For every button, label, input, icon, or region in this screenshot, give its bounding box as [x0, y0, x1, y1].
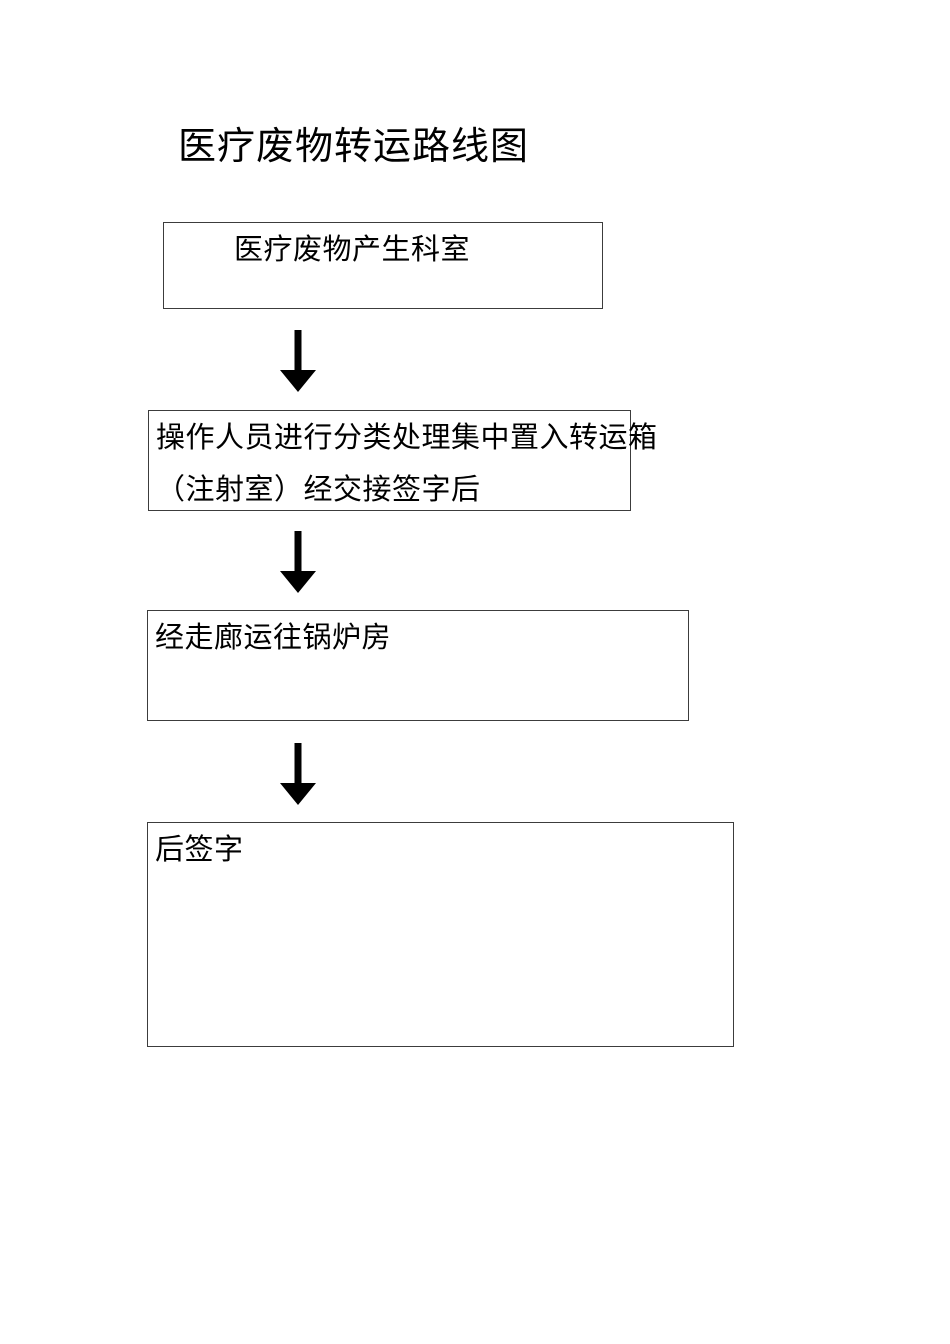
flow-node-label-line1: 操作人员进行分类处理集中置入转运箱: [156, 422, 658, 454]
arrow-down-icon: [280, 743, 316, 805]
flow-node-label-line2: （注射室）经交接签字后: [156, 474, 481, 507]
flow-node-label: 医疗废物产生科室: [234, 234, 471, 266]
flow-node-label: 后签字: [155, 834, 244, 866]
flow-node-sorting-transfer-box: 操作人员进行分类处理集中置入转运箱 （注射室）经交接签字后: [148, 410, 658, 511]
arrow-down-icon: [280, 330, 316, 392]
flow-node-sign-after: 后签字: [147, 822, 734, 1047]
flow-node-label: 经走廊运往锅炉房: [155, 622, 392, 654]
arrow-down-icon: [280, 531, 316, 593]
page-title: 医疗废物转运路线图: [178, 126, 530, 168]
flow-node-waste-source-dept: 医疗废物产生科室: [163, 222, 603, 309]
flow-node-corridor-boiler-room: 经走廊运往锅炉房: [147, 610, 689, 721]
